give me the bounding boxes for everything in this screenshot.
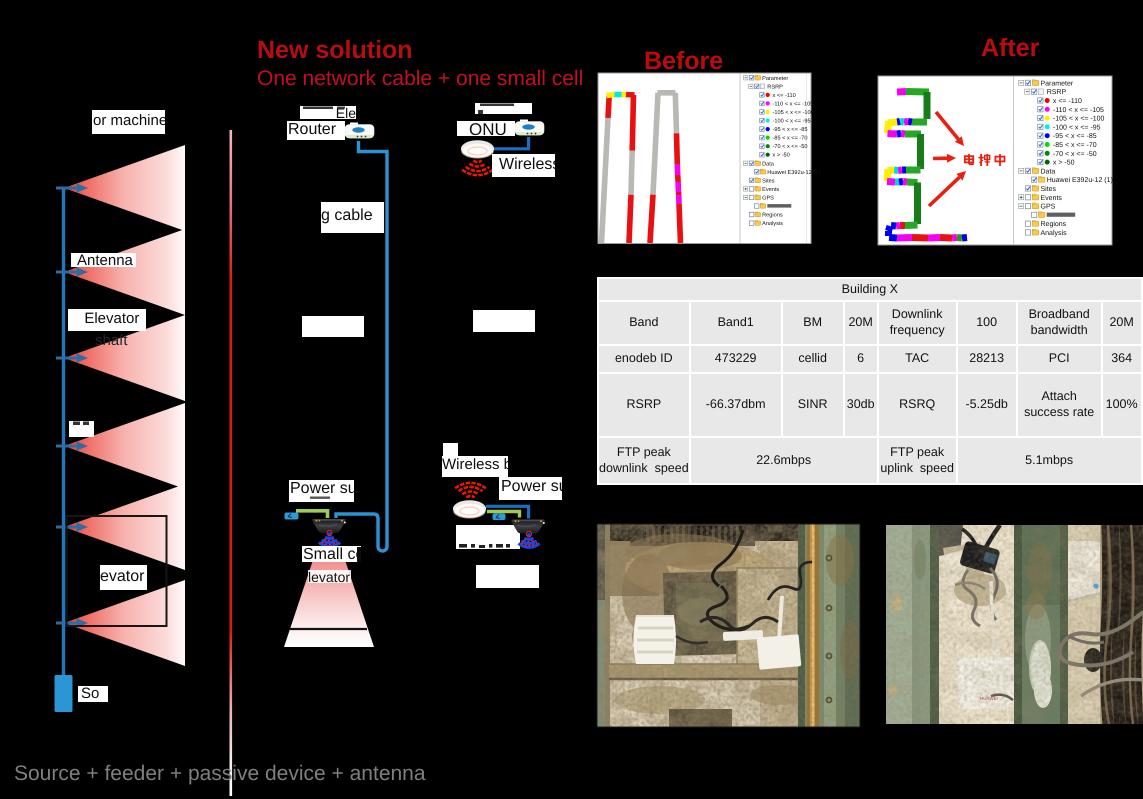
svg-text:-95 < x <= -85: -95 < x <= -85 — [773, 127, 808, 133]
svg-text:-70 < x <= -50: -70 < x <= -50 — [1053, 151, 1097, 158]
svg-text:Sites: Sites — [762, 177, 775, 184]
svg-text:Regions: Regions — [1041, 220, 1067, 228]
svg-text:-85 < x <= -70: -85 < x <= -70 — [773, 136, 808, 142]
svg-text:-105 < x <= -100: -105 < x <= -100 — [773, 110, 814, 116]
svg-text:x > -50: x > -50 — [1053, 160, 1075, 167]
svg-text:-110 < x <= -105: -110 < x <= -105 — [773, 101, 814, 107]
svg-text:Huawei E392u-12 (1): Huawei E392u-12 (1) — [767, 169, 820, 176]
svg-text:Analysis: Analysis — [1041, 229, 1068, 237]
svg-text:x <= -110: x <= -110 — [1053, 98, 1082, 105]
svg-text:Parameter: Parameter — [1041, 80, 1074, 87]
svg-text:-70 < x <= -50: -70 < x <= -50 — [773, 144, 808, 150]
svg-text:RSRP: RSRP — [767, 84, 783, 90]
svg-text:Huawei E392u-12 (1): Huawei E392u-12 (1) — [1047, 176, 1113, 184]
svg-text:Events: Events — [1041, 195, 1063, 202]
svg-text:GPS: GPS — [762, 196, 774, 202]
svg-text:Sites: Sites — [1041, 185, 1057, 193]
svg-text:x <= -110: x <= -110 — [773, 93, 796, 99]
svg-text:Parameter: Parameter — [762, 76, 788, 82]
svg-text:Data: Data — [762, 161, 775, 167]
svg-text:Analysis: Analysis — [762, 220, 783, 227]
svg-text:Regions: Regions — [762, 212, 783, 219]
svg-text:-100 < x <= -95: -100 < x <= -95 — [1053, 124, 1101, 131]
svg-text:x > -50: x > -50 — [773, 153, 790, 159]
svg-text:RSRP: RSRP — [1047, 89, 1067, 96]
svg-text:Events: Events — [762, 187, 779, 193]
svg-text:-100 < x <= -95: -100 < x <= -95 — [773, 119, 811, 125]
svg-text:-110 < x <= -105: -110 < x <= -105 — [1053, 107, 1104, 114]
svg-text:Data: Data — [1041, 168, 1056, 175]
svg-text:GPS: GPS — [1041, 204, 1056, 211]
svg-text:-105 < x <= -100: -105 < x <= -100 — [1053, 116, 1105, 123]
svg-text:-95 < x <= -85: -95 < x <= -85 — [1053, 133, 1097, 140]
svg-text:-85 < x <= -70: -85 < x <= -70 — [1053, 142, 1097, 149]
svg-text:shaft: shaft — [95, 332, 128, 349]
